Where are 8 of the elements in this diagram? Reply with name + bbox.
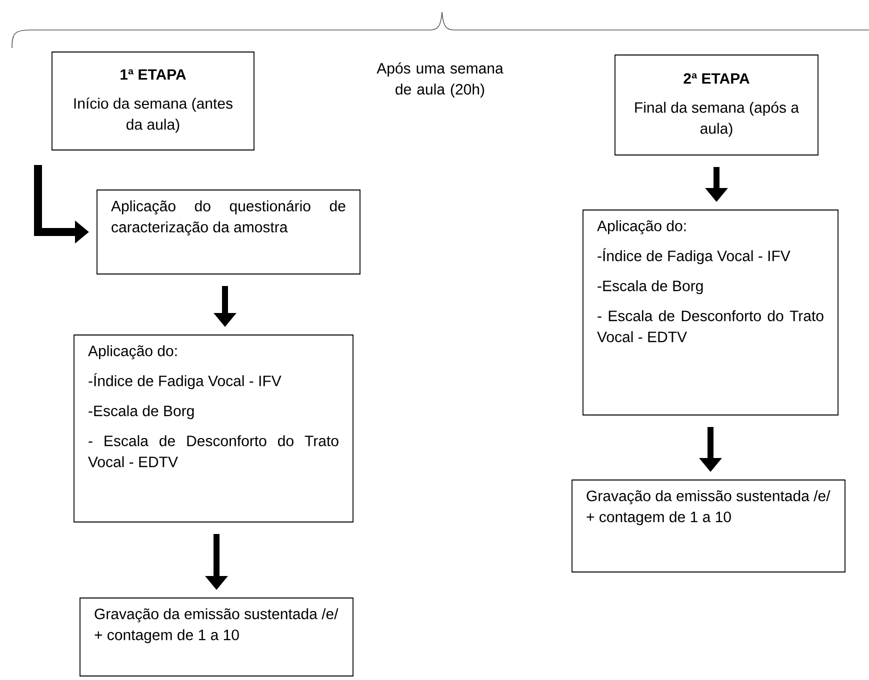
note-text: Após uma semana de aula (20h) [376, 62, 504, 98]
process-box: Gravação da emissão sustentada /e/ + contagem de 1 a 10 [572, 480, 846, 572]
process-box: Aplicação do: -Índice de Fadiga Vocal - IFV -Escala de Borg - Escala de Desconforto do Trato Vocal - EDTV [74, 334, 354, 522]
process-box: Aplicação do questionário de caracterização da amostra [96, 190, 360, 274]
process-box: Aplicação do: -Índice de Fadiga Vocal - IFV -Escala de Borg - Escala de Desconforto do Trato Vocal - EDTV [582, 210, 838, 416]
process-box: 1ª ETAPA Início da semana (antes da aula) [52, 52, 254, 150]
process-box: Gravação da emissão sustentada /e/ + contagem de 1 a 10 [80, 598, 354, 676]
process-box: 2ª ETAPA Final da semana (após a aula) [614, 54, 818, 156]
